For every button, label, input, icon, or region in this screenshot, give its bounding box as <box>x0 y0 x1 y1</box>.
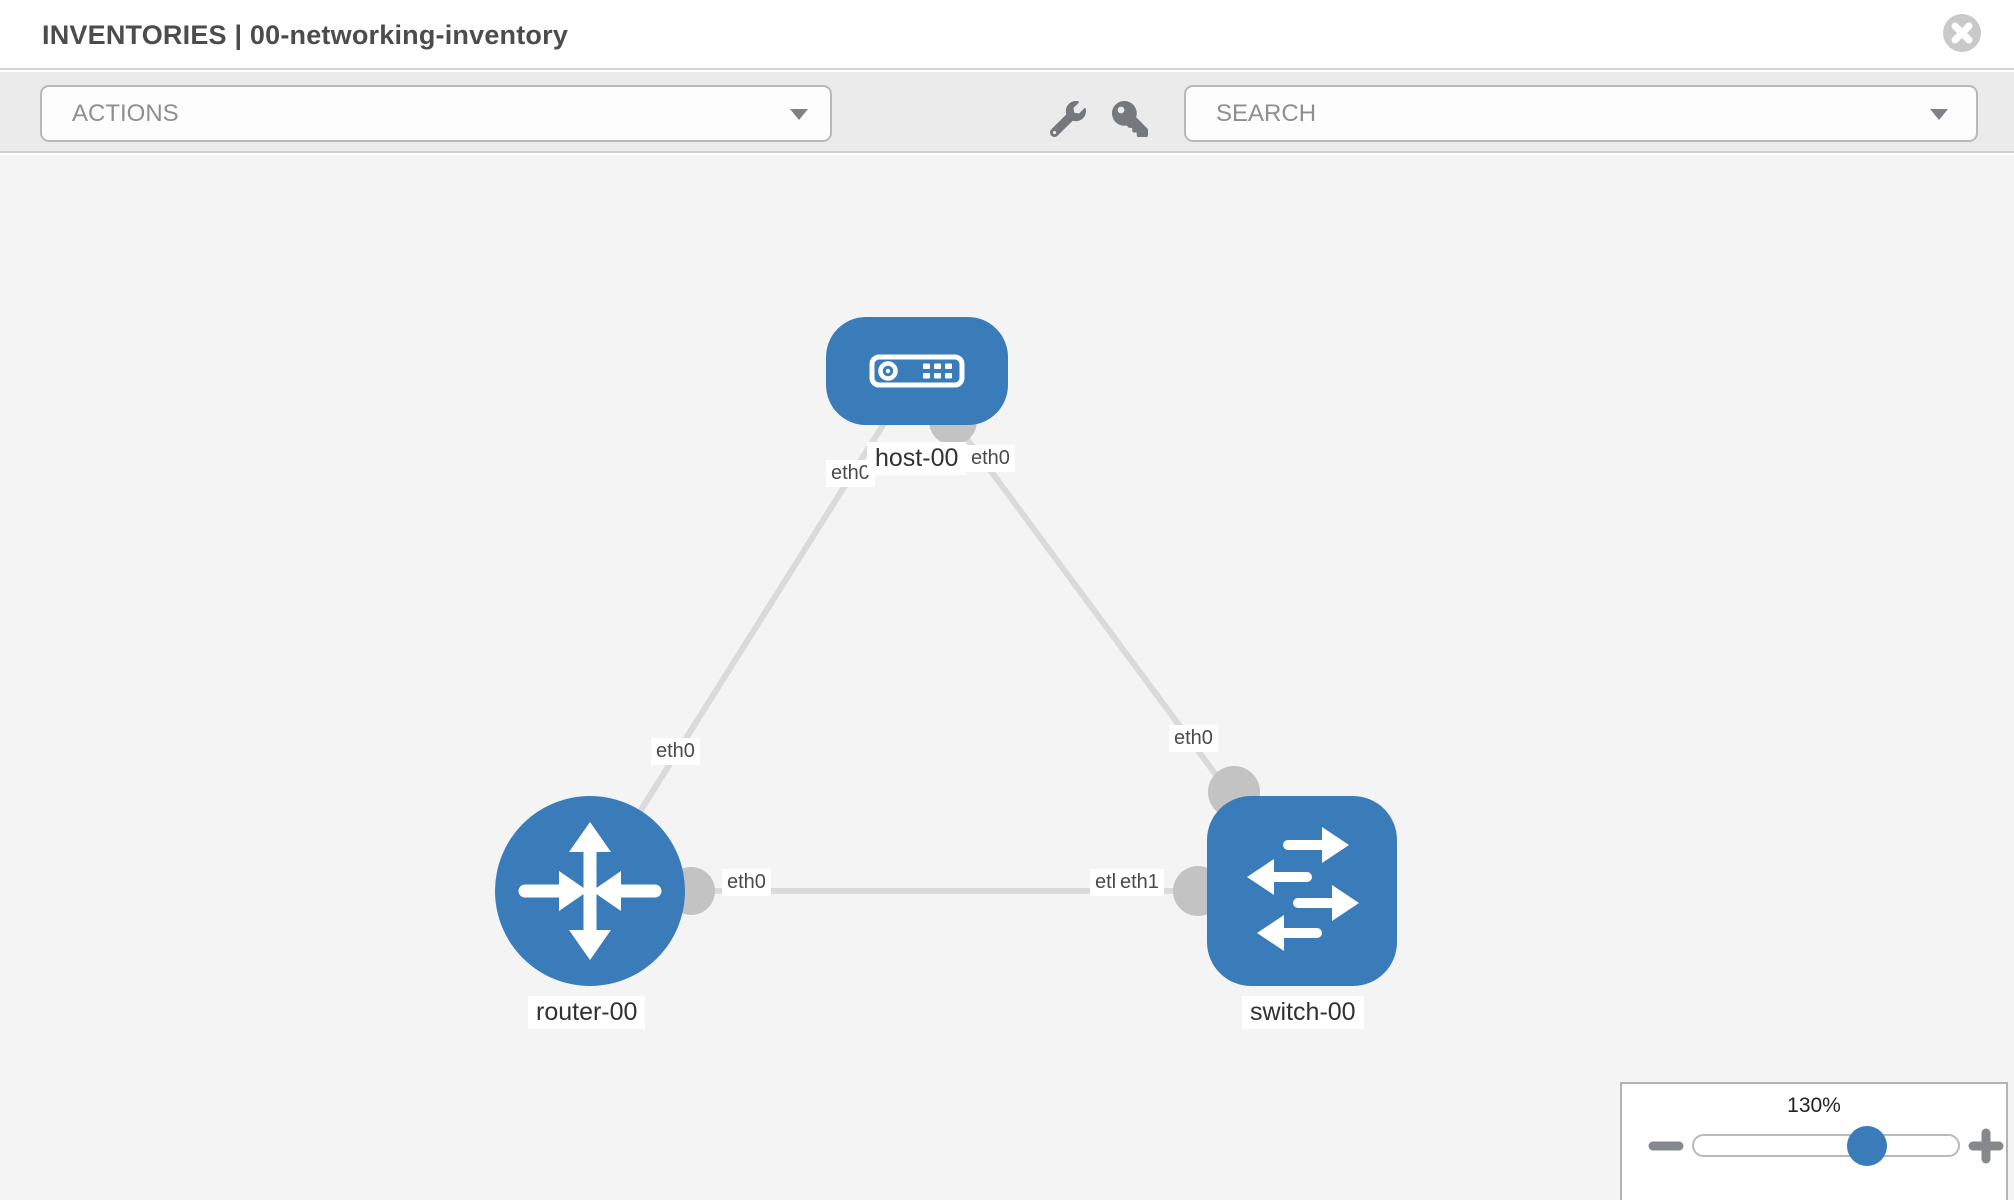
node-label-switch: switch-00 <box>1242 996 1364 1029</box>
key-button[interactable] <box>1108 98 1152 142</box>
switch-icon <box>1247 827 1359 951</box>
search-dropdown[interactable]: SEARCH <box>1184 85 1978 142</box>
close-button[interactable] <box>1942 13 1982 53</box>
iface-label-host-router-host-side: eth0 <box>826 460 875 487</box>
key-icon <box>1112 100 1148 137</box>
minus-icon <box>1648 1141 1684 1151</box>
host-icon <box>869 354 965 388</box>
router-icon <box>518 822 662 960</box>
iface-label-host-router-router-side: eth0 <box>651 738 700 765</box>
actions-dropdown-label: ACTIONS <box>72 100 179 127</box>
zoom-level: 130% <box>1787 1094 1841 1117</box>
topology-edges <box>587 369 1305 916</box>
zoom-panel: 130% <box>1620 1082 2008 1200</box>
header: INVENTORIES | 00-networking-inventory <box>0 0 2014 70</box>
plus-icon <box>1968 1128 2004 1164</box>
toolbar: ACTIONS SEARCH <box>0 72 2014 153</box>
link-host-router <box>587 369 920 893</box>
zoom-in-button[interactable] <box>1968 1128 2004 1164</box>
zoom-slider[interactable] <box>1692 1126 1960 1166</box>
zoom-slider-thumb[interactable] <box>1847 1126 1887 1166</box>
node-host-00[interactable] <box>826 317 1008 425</box>
wrench-button[interactable] <box>1046 98 1090 142</box>
node-label-router: router-00 <box>528 996 646 1029</box>
iface-label-host-switch-switch-side: eth0 <box>1169 725 1218 752</box>
iface-label-router-switch-router-side: eth0 <box>722 869 771 896</box>
node-switch-00[interactable] <box>1207 796 1397 986</box>
page-title: INVENTORIES | 00-networking-inventory <box>42 20 569 50</box>
close-icon <box>1943 14 1981 52</box>
actions-dropdown[interactable]: ACTIONS <box>40 85 832 142</box>
iface-label-router-switch-switch-side: eth1 <box>1115 869 1164 896</box>
iface-label-host-switch-host-side: eth0 <box>966 445 1015 472</box>
wrench-icon <box>1049 100 1086 137</box>
node-router-00[interactable] <box>495 796 685 986</box>
topology-canvas[interactable]: host-00 router-00 switch-00 eth0 eth0 et… <box>0 155 2014 1200</box>
node-label-host: host-00 <box>867 442 967 475</box>
zoom-out-button[interactable] <box>1648 1128 1684 1164</box>
chevron-down-icon <box>790 109 808 120</box>
search-dropdown-label: SEARCH <box>1216 100 1317 127</box>
chevron-down-icon <box>1930 109 1948 120</box>
